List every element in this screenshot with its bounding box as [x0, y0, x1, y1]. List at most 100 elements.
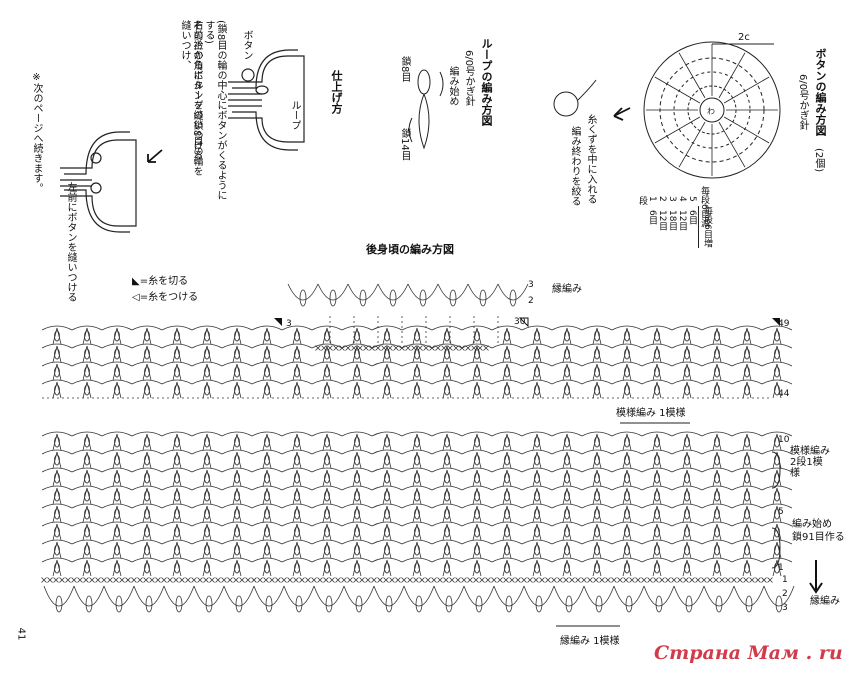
stitch-mark — [239, 577, 245, 583]
stitch-mark — [414, 384, 420, 396]
stitch-mark — [412, 363, 422, 381]
stitch-mark — [594, 472, 600, 484]
stitch-mark — [474, 508, 480, 520]
stitch-mark — [412, 381, 422, 399]
stitch-mark — [624, 454, 630, 466]
stitch-mark — [467, 283, 499, 301]
stitch-mark — [125, 577, 131, 583]
stitch-mark — [521, 343, 553, 349]
stitch-mark — [712, 381, 722, 399]
two-row-pattern-label: 模様編み 2段1模様 — [790, 446, 830, 479]
stitch-mark — [191, 521, 223, 527]
stitch-mark — [384, 526, 390, 538]
stitch-mark — [294, 544, 300, 556]
stitch-mark — [384, 366, 390, 378]
stitch-mark — [281, 485, 313, 491]
stitch-mark — [414, 330, 420, 342]
stitch-mark — [444, 526, 450, 538]
stitch-mark — [311, 467, 343, 473]
stitch-mark — [562, 505, 572, 523]
stitch-mark — [442, 381, 452, 399]
stitch-mark — [354, 508, 360, 520]
stitch-mark — [341, 449, 373, 455]
stitch-mark — [114, 436, 120, 448]
button-title: ボタンの編み方図 — [814, 48, 827, 136]
finishing-note-3: (鎖8目の輪の中心にボタンがくるようにする) — [203, 20, 226, 201]
stitch-mark — [425, 577, 431, 583]
stitch-mark — [534, 526, 540, 538]
stitch-mark — [264, 384, 270, 396]
stitch-mark — [41, 503, 73, 509]
stitch-mark — [354, 526, 360, 538]
stitch-mark — [193, 585, 225, 607]
stitch-mark — [352, 505, 362, 523]
stitch-mark — [505, 595, 513, 613]
legend-cut: ◣=糸を切る — [132, 276, 188, 288]
stitch-mark — [774, 330, 780, 342]
stitch-mark — [112, 381, 122, 399]
stitch-mark — [144, 384, 150, 396]
stitch-mark — [114, 366, 120, 378]
stitch-mark — [174, 366, 180, 378]
stitch-mark — [624, 472, 630, 484]
stitch-mark — [341, 467, 373, 473]
stitch-mark — [414, 508, 420, 520]
stitch-mark — [384, 472, 390, 484]
legend-join: ◁=糸をつける — [132, 292, 198, 304]
stitch-mark — [712, 451, 722, 469]
stitch-mark — [191, 449, 223, 455]
stitch-mark — [592, 541, 602, 559]
stitch-mark — [221, 343, 253, 349]
stitch-mark — [731, 379, 763, 385]
stitch-mark — [401, 431, 433, 437]
stitch-mark — [671, 431, 703, 437]
stitch-mark — [714, 366, 720, 378]
stitch-mark — [131, 485, 163, 491]
stitch-mark — [671, 343, 703, 349]
stitch-mark — [114, 490, 120, 502]
stitch-mark — [742, 345, 752, 363]
stitch-mark — [684, 454, 690, 466]
stitch-mark — [264, 366, 270, 378]
stitch-mark — [281, 379, 313, 385]
stitch-mark — [401, 521, 433, 527]
stitch-mark — [473, 577, 479, 583]
stitch-mark — [352, 541, 362, 559]
stitch-mark — [174, 436, 180, 448]
stitch-mark — [354, 544, 360, 556]
stitch-mark — [622, 559, 632, 577]
stitch-mark — [292, 363, 302, 381]
stitch-mark — [382, 327, 392, 345]
stitch-mark — [204, 436, 210, 448]
edging-repeat-label: 縁編み 1模様 — [560, 636, 620, 647]
stitch-mark — [401, 379, 433, 385]
stitch-mark — [624, 330, 630, 342]
stitch-mark — [251, 325, 283, 331]
stitch-mark — [382, 451, 392, 469]
stitch-mark — [401, 325, 433, 331]
stitch-mark — [485, 577, 491, 583]
stitch-mark — [714, 544, 720, 556]
stitch-mark — [95, 577, 101, 583]
stitch-mark — [52, 541, 62, 559]
finishing-note-1: 右前衿の角にループの鎖8目の輪を縫いつけ、 — [179, 20, 202, 177]
stitch-mark — [294, 490, 300, 502]
stitch-mark — [654, 508, 660, 520]
stitch-mark — [701, 557, 733, 563]
stitch-mark — [144, 472, 150, 484]
stitch-mark — [731, 449, 763, 455]
stitch-mark — [775, 595, 783, 613]
stitch-mark — [202, 487, 212, 505]
stitch-mark — [564, 508, 570, 520]
stitch-mark — [624, 508, 630, 520]
stitch-mark — [371, 485, 403, 491]
stitch-mark — [641, 577, 647, 583]
stitch-mark — [671, 467, 703, 473]
stitch-mark — [532, 363, 542, 381]
stitch-mark — [52, 433, 62, 451]
stitch-mark — [742, 433, 752, 451]
stitch-mark — [684, 472, 690, 484]
stitch-mark — [774, 562, 780, 574]
stitch-mark — [551, 379, 583, 385]
